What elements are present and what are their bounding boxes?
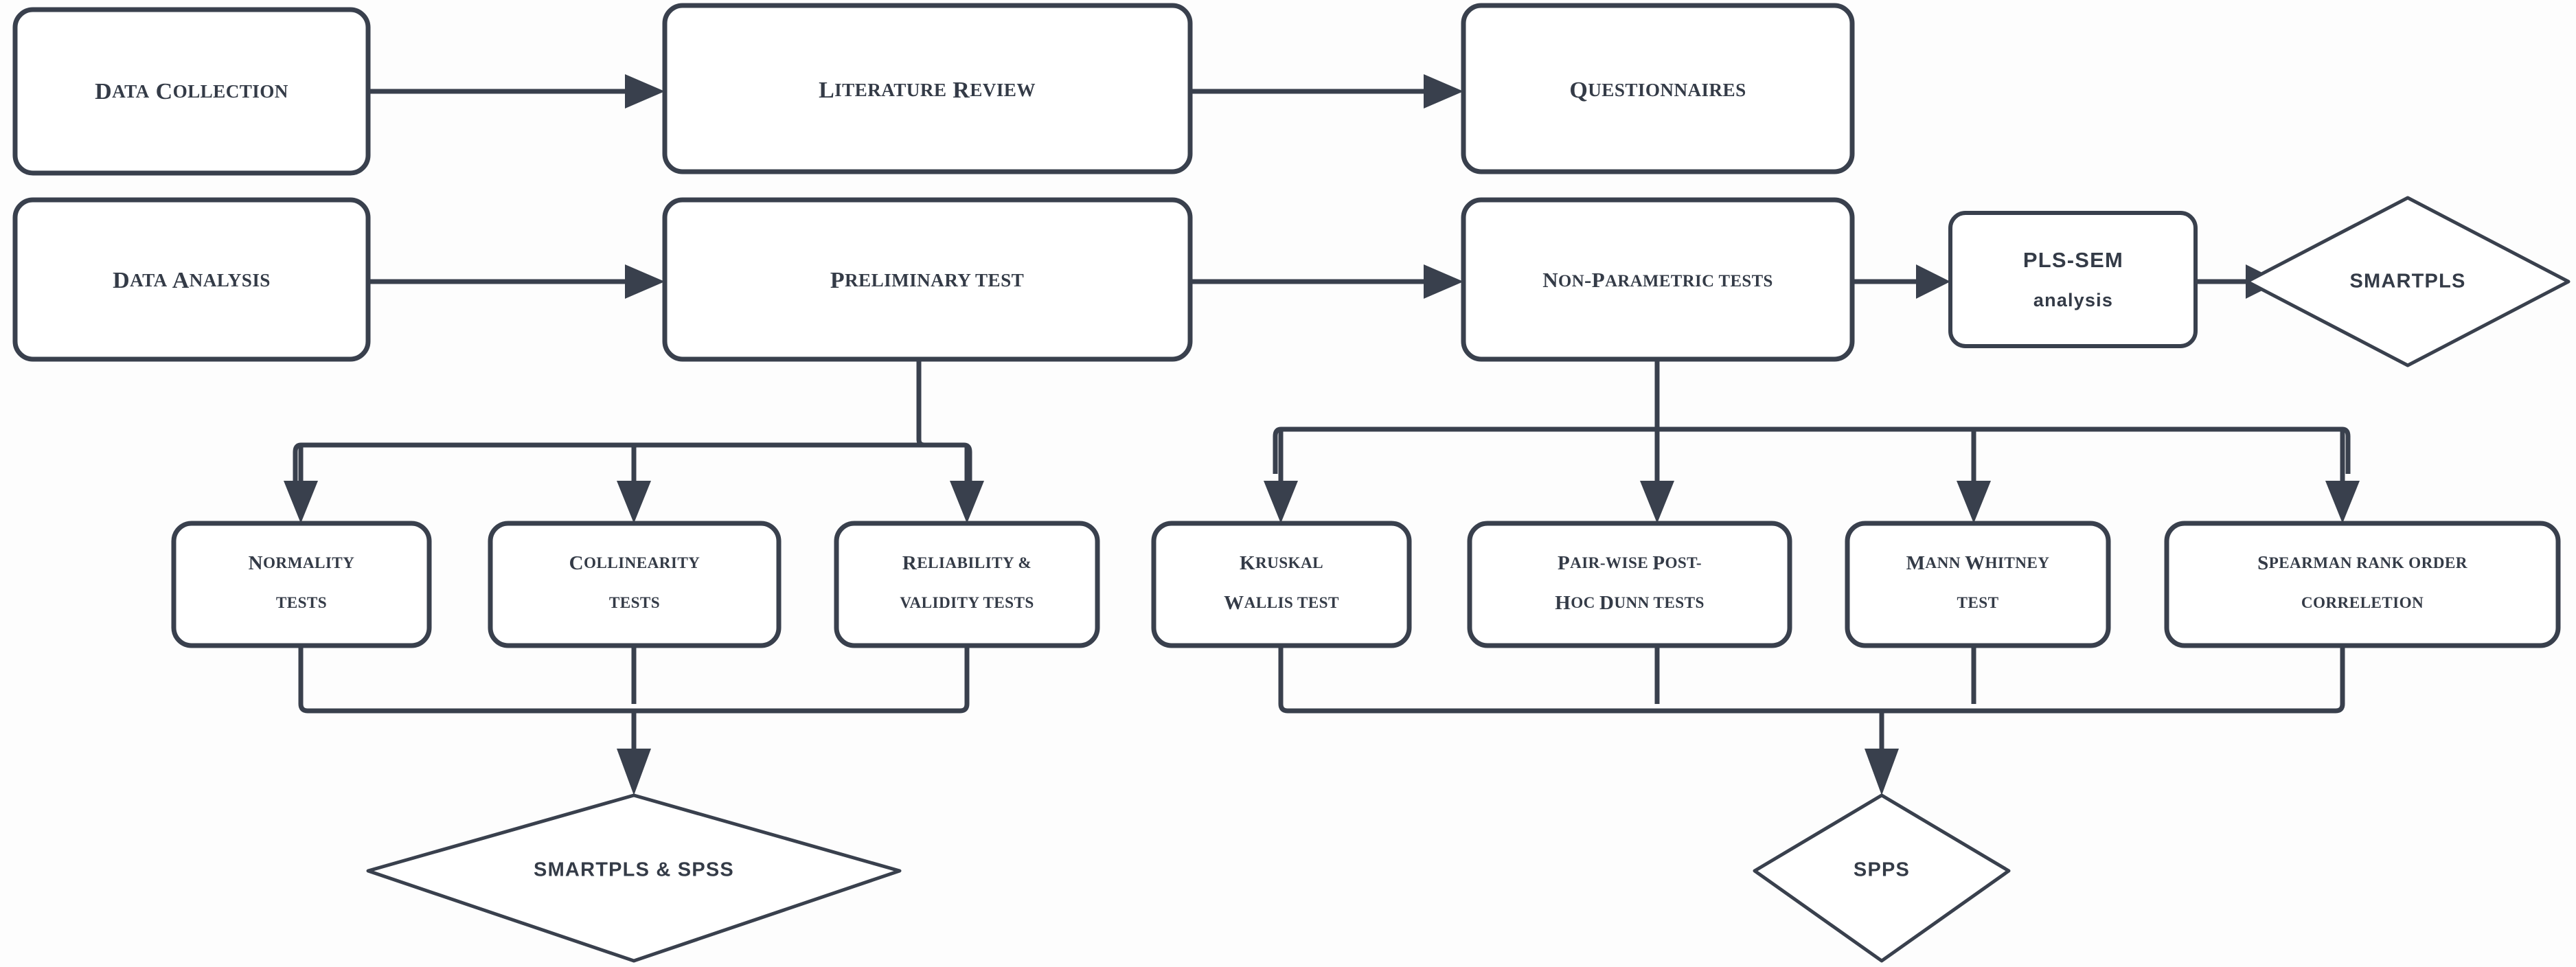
node-preliminary-test[interactable]: PRELIMINARY TEST bbox=[662, 197, 1193, 362]
node-data-analysis[interactable]: DATA ANALYSIS bbox=[12, 197, 371, 362]
node-mann-whitney-test[interactable]: MANN WHITNEY TEST bbox=[1845, 521, 2111, 648]
node-data-collection[interactable]: DATA COLLECTION bbox=[12, 7, 371, 176]
edge-literature-review-to-questionnaires bbox=[1190, 74, 1463, 109]
node-questionnaires-label: QUESTIONNAIRES bbox=[1569, 78, 1746, 103]
node-spps[interactable]: SPPS bbox=[1753, 793, 2011, 963]
node-kruskal-wallis-test-label-line1: KRUSKAL bbox=[1240, 552, 1323, 574]
node-reliability-validity-tests-label-line2: VALIDITY TESTS bbox=[900, 594, 1034, 612]
node-kruskal-wallis-test-label-line2: WALLIS TEST bbox=[1224, 592, 1339, 614]
edge-data-collection-to-literature-review bbox=[368, 74, 665, 109]
node-reliability-validity-tests[interactable]: RELIABILITY & VALIDITY TESTS bbox=[834, 521, 1100, 648]
edge-right-merge-to-spps bbox=[1278, 646, 2345, 795]
node-spearman-rank-order-correlation[interactable]: SPEARMAN RANK ORDER CORRELETION bbox=[2164, 521, 2561, 648]
node-literature-review-label: LITERATURE REVIEW bbox=[819, 78, 1036, 103]
node-data-analysis-label: DATA ANALYSIS bbox=[113, 268, 271, 293]
node-pairwise-post-hoc-dunn-tests-label-line2: HOC DUNN TESTS bbox=[1555, 592, 1705, 614]
node-smartpls-and-spss-label: SMARTPLS & SPSS bbox=[534, 859, 734, 881]
node-non-parametric-tests[interactable]: NON-PARAMETRIC TESTS bbox=[1461, 197, 1855, 362]
node-collinearity-tests-label-line1: COLLINEARITY bbox=[569, 552, 700, 574]
edge-non-parametric-tests-to-pls-sem bbox=[1852, 264, 1950, 299]
node-smartpls[interactable]: SMARTPLS bbox=[2245, 196, 2571, 367]
edge-non-parametric-tests-fanout bbox=[1264, 359, 2360, 523]
node-questionnaires[interactable]: QUESTIONNAIRES bbox=[1461, 3, 1855, 174]
node-spps-label: SPPS bbox=[1854, 859, 1910, 881]
node-pls-sem-analysis-label-line2: analysis bbox=[2033, 290, 2113, 310]
node-data-collection-label: DATA COLLECTION bbox=[95, 79, 288, 104]
node-mann-whitney-test-label-line2: TEST bbox=[1957, 594, 1999, 612]
node-pairwise-post-hoc-dunn-tests[interactable]: PAIR-WISE POST- HOC DUNN TESTS bbox=[1467, 521, 1792, 648]
node-mann-whitney-test-label-line1: MANN WHITNEY bbox=[1906, 552, 2050, 574]
node-collinearity-tests[interactable]: COLLINEARITY TESTS bbox=[488, 521, 782, 648]
node-spearman-rank-order-correlation-label-line1: SPEARMAN RANK ORDER bbox=[2257, 552, 2467, 574]
edge-data-analysis-to-preliminary-test bbox=[368, 264, 665, 299]
node-smartpls-label: SMARTPLS bbox=[2349, 271, 2465, 293]
node-pls-sem-analysis-label-line1: PLS-SEM bbox=[2023, 248, 2123, 272]
node-normality-tests-label-line1: NORMALITY bbox=[249, 552, 355, 574]
node-pls-sem-analysis[interactable]: PLS-SEM analysis bbox=[1948, 211, 2198, 348]
node-collinearity-tests-label-line2: TESTS bbox=[609, 594, 660, 612]
node-normality-tests[interactable]: NORMALITY TESTS bbox=[171, 521, 432, 648]
node-spearman-rank-order-correlation-label-line2: CORRELETION bbox=[2301, 594, 2424, 612]
node-pairwise-post-hoc-dunn-tests-label-line1: PAIR-WISE POST- bbox=[1558, 552, 1702, 574]
node-preliminary-test-label: PRELIMINARY TEST bbox=[830, 268, 1024, 293]
edge-preliminary-test-fanout bbox=[284, 359, 984, 523]
node-normality-tests-label-line2: TESTS bbox=[276, 594, 327, 612]
edge-preliminary-test-to-non-parametric-tests bbox=[1190, 264, 1463, 299]
node-kruskal-wallis-test[interactable]: KRUSKAL WALLIS TEST bbox=[1151, 521, 1412, 648]
node-literature-review[interactable]: LITERATURE REVIEW bbox=[662, 3, 1193, 174]
node-smartpls-and-spss[interactable]: SMARTPLS & SPSS bbox=[366, 793, 902, 963]
node-non-parametric-tests-label: NON-PARAMETRIC TESTS bbox=[1542, 268, 1773, 292]
edge-left-merge-to-smartpls-spss bbox=[298, 646, 970, 795]
node-reliability-validity-tests-label-line1: RELIABILITY & bbox=[902, 552, 1031, 574]
